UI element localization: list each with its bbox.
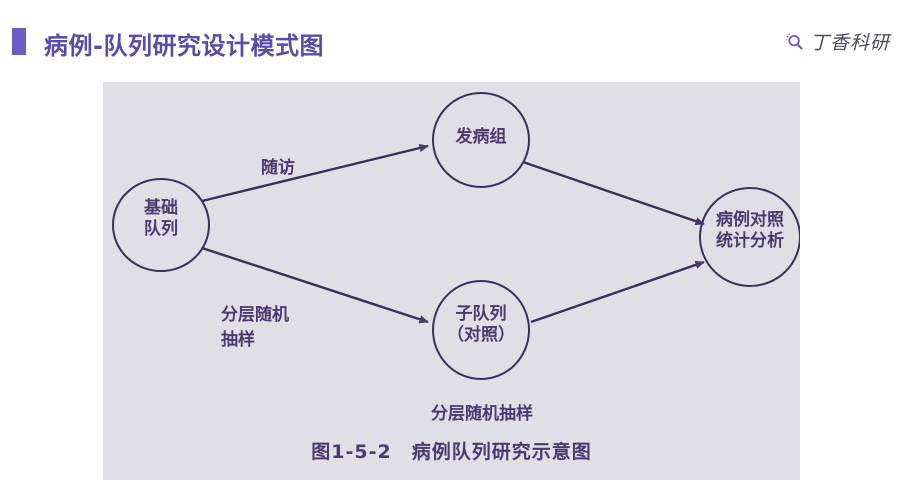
diagram-panel: 基础 队列 发病组 子队列 （对照） 病例对照 统计分析 随访 分层随机 抽样 …: [103, 82, 800, 480]
node-label-case-group-line1: 发病组: [455, 127, 507, 147]
node-label-analysis-line2: 统计分析: [716, 231, 784, 252]
node-label-base-cohort-line1: 基础: [144, 198, 178, 218]
figure-caption: 图1-5-2 病例队列研究示意图: [311, 441, 592, 463]
edge-label-stratified-sampling-left: 分层随机 抽样: [221, 303, 351, 352]
node-label-base-cohort: 基础 队列: [113, 198, 209, 241]
brand-name: 丁香科研: [809, 32, 890, 54]
node-label-sub-cohort-line1: 子队列: [455, 304, 507, 324]
page-title: 病例-队列研究设计模式图: [44, 32, 324, 60]
edge-subcohort-to-analysis: [530, 260, 705, 324]
search-icon: [785, 32, 803, 50]
node-label-sub-cohort-line2: （对照）: [447, 325, 515, 346]
node-label-analysis: 病例对照 统计分析: [692, 210, 800, 253]
edge-label-stratified-sampling-bottom: 分层随机抽样: [431, 404, 533, 424]
node-sub-cohort: [432, 280, 530, 380]
edge-base-to-subcohort: [201, 246, 429, 324]
node-base-cohort: [112, 178, 210, 272]
title-accent-bar: [12, 28, 26, 55]
node-label-analysis-line1: 病例对照: [716, 210, 784, 230]
node-label-base-cohort-line2: 队列: [144, 219, 178, 240]
node-case-group: [432, 92, 530, 188]
edge-case-to-analysis: [522, 160, 705, 226]
edge-label-stratified-left-line2: 抽样: [221, 329, 255, 350]
node-label-case-group: 发病组: [433, 127, 529, 148]
node-analysis: [699, 187, 800, 287]
edge-label-follow-up: 随访: [261, 158, 295, 178]
node-label-sub-cohort: 子队列 （对照）: [431, 304, 531, 347]
edge-label-stratified-left-line1: 分层随机: [221, 305, 289, 325]
page-header: 病例-队列研究设计模式图 丁香科研: [0, 0, 904, 82]
edge-base-to-case: [201, 143, 429, 203]
brand-logo: 丁香科研: [784, 28, 890, 55]
diagram-canvas: [112, 92, 800, 380]
